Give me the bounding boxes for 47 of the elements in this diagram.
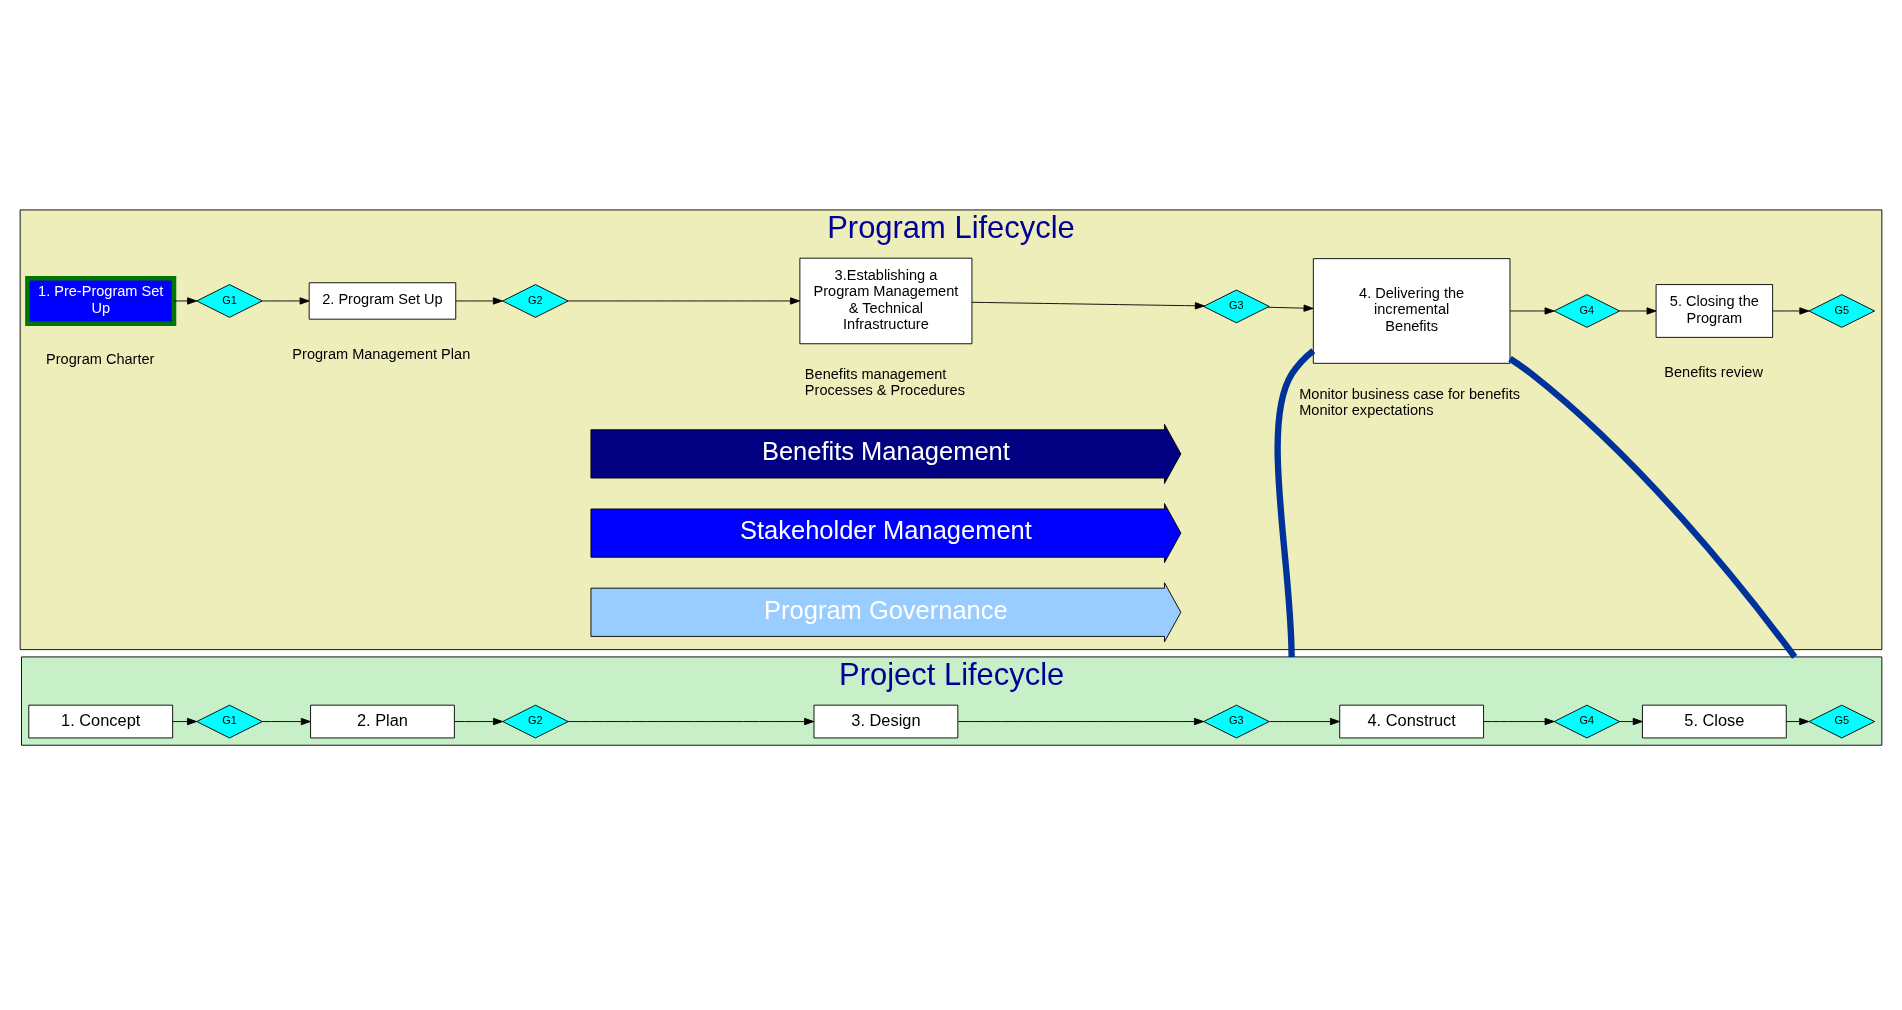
node-box: 1. Concept (28, 704, 174, 739)
connector (1274, 348, 1316, 657)
arrow (1267, 304, 1314, 312)
node-label: Program Charter (46, 350, 155, 367)
arrow (1786, 717, 1810, 726)
node-diamond: G1 (196, 704, 263, 739)
node-diamond: G5 (1808, 704, 1876, 739)
node-diamond: G3 (1203, 289, 1270, 324)
arrow (173, 297, 198, 305)
arrow (1269, 717, 1340, 726)
node-box: 4. Delivering the incremental Benefits (1312, 258, 1511, 364)
node-box: 4. Construct (1339, 704, 1485, 739)
arrow (1509, 307, 1555, 315)
node-box: 5. Close (1641, 704, 1787, 739)
node-box: 2. Plan (310, 704, 455, 739)
node-diamond: G3 (1203, 704, 1270, 739)
arrow (172, 717, 198, 726)
node-box: 3.Establishing a Program Management & Technical Infrastructure (799, 257, 973, 345)
arrow (1619, 717, 1643, 726)
arrow (1619, 307, 1657, 315)
node-diamond: G2 (502, 284, 569, 318)
node-diamond: G2 (502, 704, 569, 739)
node-box: 3. Design (813, 704, 959, 739)
node-label: Benefits review (1664, 364, 1763, 381)
node-box: 5. Closing the Program (1655, 284, 1774, 338)
arrow (262, 297, 310, 305)
connector (1508, 356, 1798, 659)
arrow (262, 717, 311, 726)
node-label: Processes & Procedures (804, 382, 965, 399)
arrow (971, 301, 1205, 310)
node-diamond: G1 (196, 284, 263, 318)
arrow (567, 297, 801, 305)
arrow (455, 297, 503, 305)
arrow (957, 717, 1204, 726)
node-label: Monitor expectations (1299, 402, 1434, 419)
node-box: 2. Program Set Up (308, 282, 457, 320)
arrow (1772, 307, 1810, 315)
arrow (567, 717, 815, 726)
node-diamond: G4 (1553, 704, 1621, 739)
node-label: Monitor business case for benefits (1299, 386, 1520, 403)
node-diamond: G4 (1553, 294, 1621, 328)
arrow (1483, 717, 1555, 726)
node-box: 1. Pre-Program Set Up (25, 275, 177, 326)
node-label: Program Management Plan (292, 346, 471, 363)
node-diamond: G5 (1808, 294, 1876, 328)
arrow (454, 717, 504, 726)
node-label: Benefits management (804, 366, 947, 383)
